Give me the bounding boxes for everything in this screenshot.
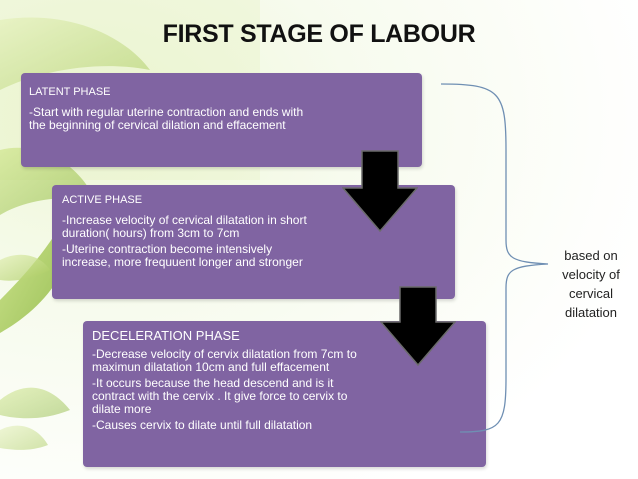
deceleration-phase-heading: DECELERATION PHASE bbox=[92, 328, 240, 343]
slide-title: FIRST STAGE OF LABOUR bbox=[162, 20, 476, 48]
active-phase-paragraph-2: -Uterine contraction become intensively … bbox=[62, 242, 303, 269]
down-arrow-icon bbox=[380, 286, 456, 366]
active-phase-heading: ACTIVE PHASE bbox=[62, 194, 143, 206]
down-arrow-icon bbox=[342, 150, 418, 232]
latent-phase-description: -Start with regular uterine contraction … bbox=[29, 105, 304, 132]
deceleration-phase-paragraph-3: -Causes cervix to dilate until full dila… bbox=[92, 418, 313, 432]
deceleration-phase-paragraph-2: -It occurs because the head descend and … bbox=[92, 376, 348, 416]
deceleration-phase-paragraph-1: -Decrease velocity of cervix dilatation … bbox=[92, 347, 357, 374]
latent-phase-heading: LATENT PHASE bbox=[29, 86, 111, 98]
latent-phase-box: LATENT PHASE -Start with regular uterine… bbox=[21, 73, 422, 167]
brace-annotation: based on velocity of cervical dilatation bbox=[562, 248, 620, 320]
active-phase-paragraph-1: -Increase velocity of cervical dilatatio… bbox=[62, 213, 307, 240]
